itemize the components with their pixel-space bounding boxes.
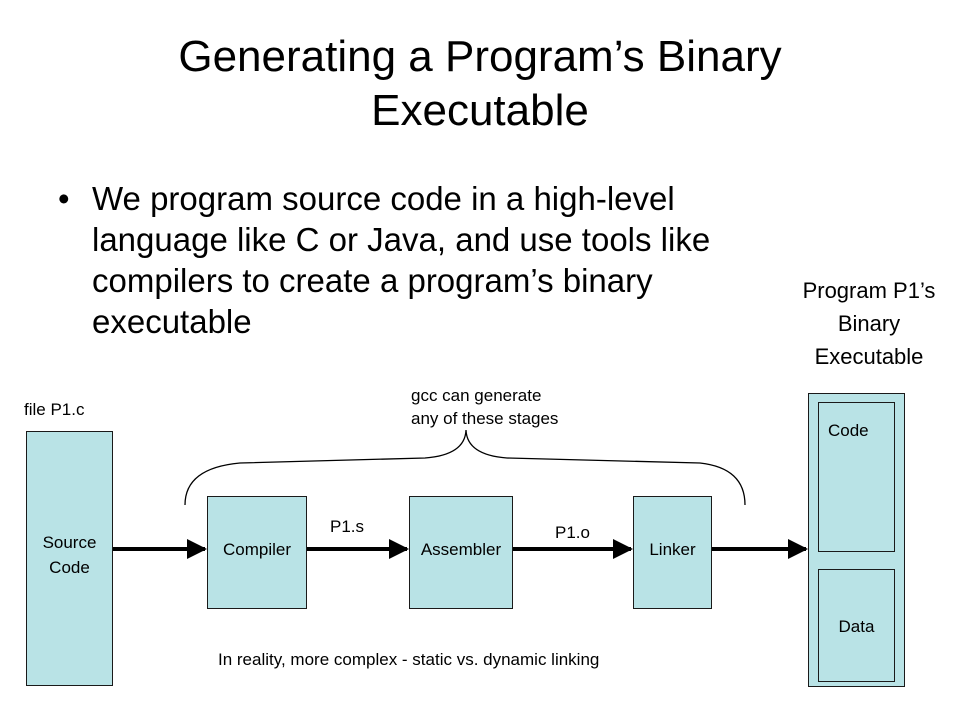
bullet-text: We program source code in a high-level l…: [92, 180, 711, 340]
slide-title: Generating a Program’s Binary Executable: [60, 30, 900, 138]
executable-title-line-1: Program P1’s: [802, 278, 936, 303]
title-line-1: Generating a Program’s Binary: [178, 32, 782, 81]
source-code-box: Source Code: [26, 431, 113, 686]
linker-label: Linker: [649, 540, 696, 559]
gcc-note-line-2: any of these stages: [411, 409, 559, 428]
data-label: Data: [838, 617, 875, 636]
bullet-marker: •: [58, 180, 70, 217]
source-file-label: file P1.c: [24, 400, 85, 419]
data-section-box: Data: [818, 569, 895, 682]
executable-title: Program P1’s Binary Executable: [774, 274, 960, 373]
gcc-note-line-1: gcc can generate: [411, 386, 542, 405]
executable-box: Code Data: [808, 393, 905, 687]
assembler-label: Assembler: [420, 540, 502, 559]
source-code-label-2: Code: [49, 558, 90, 577]
code-section-box: Code: [818, 402, 895, 552]
linker-box: Linker: [633, 496, 712, 609]
code-label: Code: [828, 421, 869, 440]
source-code-label-1: Source: [42, 533, 97, 552]
compiler-output-label: P1.s: [330, 517, 365, 536]
footnote: In reality, more complex - static vs. dy…: [218, 650, 600, 669]
assembler-output-label: P1.o: [555, 523, 590, 542]
compiler-label: Compiler: [222, 540, 292, 559]
title-line-2: Executable: [371, 86, 589, 135]
assembler-box: Assembler: [409, 496, 513, 609]
stages-brace: [184, 429, 746, 506]
executable-title-line-2: Binary: [837, 311, 901, 336]
executable-title-line-3: Executable: [814, 344, 924, 369]
compiler-box: Compiler: [207, 496, 307, 609]
